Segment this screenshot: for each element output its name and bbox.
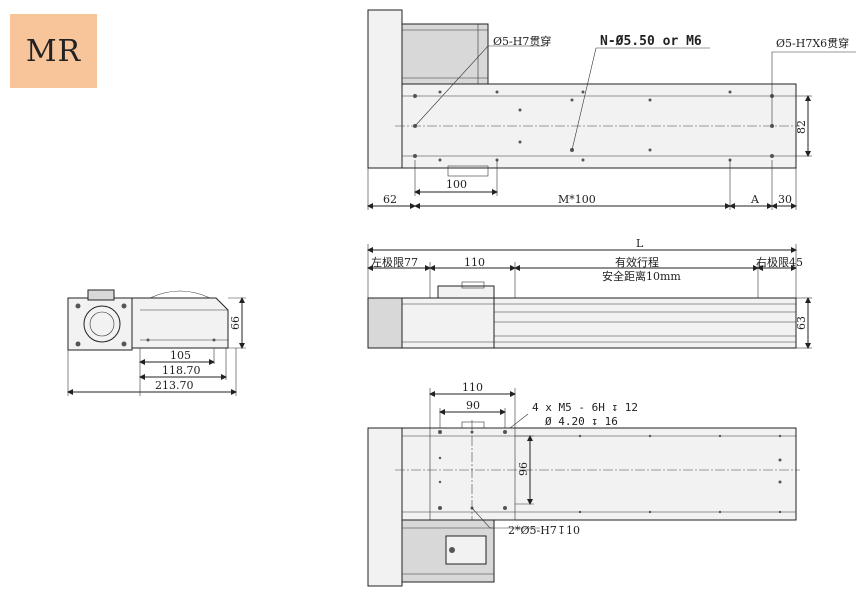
stroke-label: 有效行程 (615, 255, 659, 269)
dim-right-30: 30 (778, 193, 792, 206)
motor-body-side (401, 297, 495, 349)
slider-block-side (437, 285, 495, 299)
safety-label: 安全距离10mm (602, 269, 681, 283)
motor-end-side (367, 297, 403, 349)
motor-flange-bottom (367, 427, 403, 587)
thread-note: 4 x M5 - 6H ↧ 12 (532, 401, 638, 414)
bottom-view: 110 90 4 x M5 - 6H ↧ 12 Ø 4.20 ↧ 16 (367, 381, 800, 587)
dim-pitch-100: 100 (446, 178, 467, 191)
dim-left-62: 62 (383, 193, 397, 206)
hole-note-right: Ø5-H7X6贯穿 (776, 36, 849, 50)
motor-flange (367, 9, 403, 169)
dim-a: A (750, 193, 760, 206)
dim-outer-110: 110 (462, 381, 483, 394)
dim-height-96: 96 (517, 462, 530, 476)
end-rail-profile (131, 297, 229, 349)
top-view: Ø5-H7贯穿 N-Ø5.50 or M6 Ø5-H7X6贯穿 82 100 6… (367, 9, 856, 210)
left-limit: 左极限77 (371, 255, 418, 269)
dim-213-70: 213.70 (155, 379, 194, 392)
pin-note: 2*Ø5-H7↧10 (508, 524, 580, 537)
right-limit: 右极限45 (756, 255, 803, 269)
drill-note: Ø 4.20 ↧ 16 (545, 415, 618, 428)
dim-total-l: L (636, 237, 644, 250)
model-label: MR (25, 33, 82, 69)
dim-height-82: 82 (795, 120, 808, 134)
end-motor-round (83, 305, 121, 343)
model-badge: MR (10, 14, 97, 88)
dim-height-66: 66 (229, 316, 242, 330)
dim-105: 105 (170, 349, 191, 362)
motor-body (401, 23, 489, 85)
rail-body-side (493, 297, 797, 349)
rail-body-bottom (401, 427, 797, 521)
dim-118-70: 118.70 (162, 364, 201, 377)
hole-note-left: Ø5-H7贯穿 (493, 34, 551, 48)
dim-height-63: 63 (795, 316, 808, 330)
dim-inner-90: 90 (466, 399, 480, 412)
end-view: 66 105 118.70 213.70 (67, 289, 246, 396)
hole-note-center: N-Ø5.50 or M6 (600, 34, 702, 49)
side-view: L 左极限77 110 有效行程 安全距离10mm 右极限45 (367, 237, 812, 349)
dim-span-m100: M*100 (558, 193, 596, 206)
end-motor-top (87, 289, 115, 301)
dim-slider-110: 110 (464, 256, 485, 269)
